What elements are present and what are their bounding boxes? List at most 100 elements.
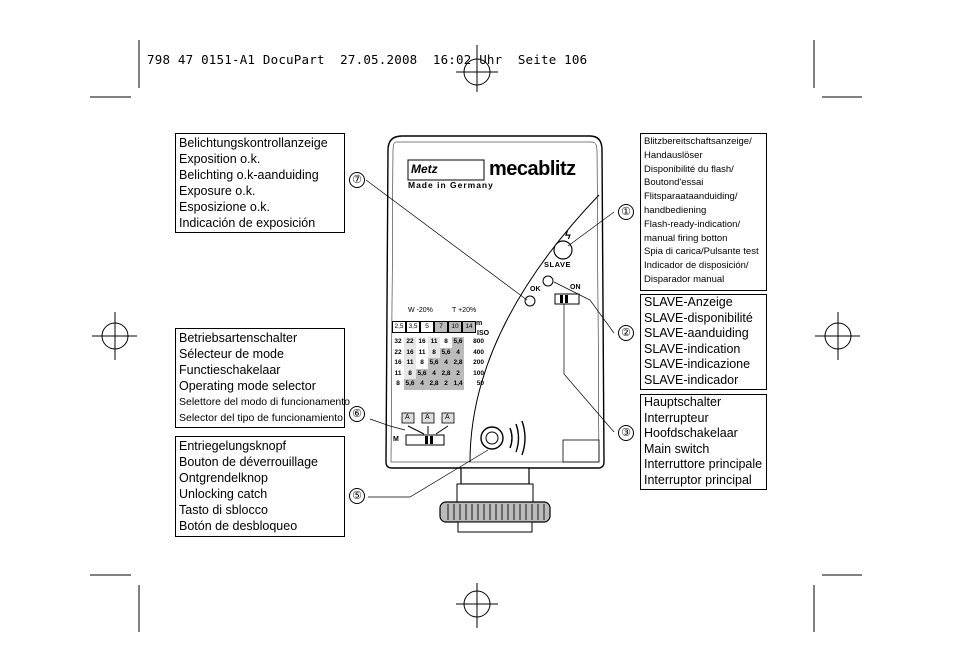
- exposure-text-line: Esposizione o.k.: [179, 200, 271, 214]
- ready-text-line: Blitzbereitschaftsanzeige/: [644, 136, 752, 147]
- slave-text-line: SLAVE-Anzeige: [644, 295, 733, 309]
- made-in-label: Made in Germany: [408, 180, 494, 190]
- mode-a3-label: A: [445, 414, 450, 421]
- page-header: 798 47 0151-A1 DocuPart 27.05.2008 16:02…: [147, 52, 588, 67]
- mode-m-label: M: [393, 436, 399, 443]
- table-cell: 4: [452, 347, 464, 358]
- table-header-cell: 3,5: [406, 321, 420, 333]
- table-cell: 2,8: [440, 368, 452, 379]
- table-cell: 8: [396, 380, 400, 387]
- unlock-text-line: Botón de desbloqueo: [179, 519, 298, 533]
- callout-number-5: ⑤: [349, 488, 365, 504]
- unlock-text-line: Bouton de déverrouillage: [179, 455, 318, 469]
- unlock-text-line: Entriegelungsknopf: [179, 439, 287, 453]
- mode-text-line: Functieschakelaar: [179, 363, 281, 377]
- table-cell: 32: [394, 338, 402, 345]
- metz-logo: [407, 159, 485, 181]
- table-iso-cell: 400: [473, 348, 484, 356]
- main-text-line: Interruttore principale: [644, 457, 763, 471]
- exposure-text-line: Exposition o.k.: [179, 152, 261, 166]
- table-header-cell: 14: [462, 321, 476, 333]
- table-cell: 16: [418, 338, 426, 345]
- callout-number-3: ③: [618, 425, 634, 441]
- exposure-text-line: Exposure o.k.: [179, 184, 256, 198]
- mode-text-line: Betriebsartenschalter: [179, 331, 298, 345]
- table-cell: 11: [404, 358, 416, 369]
- ready-text-line: Flitsparaatаanduiding/: [644, 191, 738, 203]
- ok-label: OK: [530, 286, 541, 293]
- table-cell: 8: [404, 368, 416, 379]
- table-cell: 4: [440, 358, 452, 369]
- ready-text-line: Disparador manual: [644, 273, 725, 285]
- product-name: mecablitz: [489, 158, 576, 180]
- ready-text-line: Spia di carica/Pulsante test: [644, 246, 759, 258]
- slave-text-line: SLAVE-indication: [644, 341, 741, 356]
- table-cell: 16: [394, 359, 402, 366]
- main-text-line: Hauptschalter: [644, 395, 722, 409]
- exposure-text-line: Indicación de exposición: [179, 216, 316, 230]
- table-header-cell: 2,5: [392, 321, 406, 333]
- ready-button: [553, 240, 573, 260]
- table-cell: 5,6: [404, 379, 416, 390]
- table-cell: 4: [428, 368, 440, 379]
- table-cell: 11: [418, 348, 426, 356]
- table-header-cell: 10: [448, 321, 462, 333]
- ready-text-line: handbediening: [644, 204, 707, 216]
- unlock-text-line: Ontgrendelknop: [179, 471, 268, 485]
- table-iso-cell: 800: [473, 338, 484, 345]
- unlock-text-line: Unlocking catch: [179, 487, 268, 501]
- mode-text-line: Operating mode selector: [179, 379, 316, 393]
- ready-text-line: Handauslöser: [644, 149, 703, 161]
- callout-number-7: ⑦: [349, 172, 365, 188]
- table-cell: 11: [394, 369, 402, 377]
- table-cell: 8: [444, 338, 448, 345]
- table-header-cell: 5: [420, 321, 434, 333]
- table-header-cell: 7: [434, 321, 448, 333]
- main-text-line: Main switch: [644, 441, 710, 456]
- foot-plate: [460, 467, 530, 485]
- table-cell: 2,8: [452, 358, 464, 369]
- mode-a1-label: A: [405, 414, 410, 421]
- table-cell: 22: [404, 337, 416, 348]
- table-cell: 2,8: [428, 379, 440, 390]
- table-cell: 4: [416, 379, 428, 390]
- locking-ring: [439, 501, 551, 523]
- table-cell: 5,6: [440, 347, 452, 358]
- main-text-line: Hoofdschakelaar: [644, 426, 738, 440]
- table-cell: 8: [420, 359, 424, 366]
- mode-a2-label: A: [425, 414, 430, 421]
- table-cell: 11: [428, 337, 440, 348]
- table-iso-cell: 50: [476, 380, 484, 387]
- on-label: ON: [570, 284, 581, 291]
- flash-icon: ϟ: [565, 230, 571, 242]
- table-cell: 1,4: [452, 379, 464, 390]
- slave-label: SLAVE: [544, 260, 571, 269]
- exposure-text-line: Belichting o.k-aanduiding: [179, 168, 319, 182]
- table-cell: 5,6: [416, 368, 428, 379]
- iso-label: ISO: [477, 330, 490, 337]
- mode-text-line: Sélecteur de mode: [179, 347, 284, 361]
- slave-led: [542, 275, 554, 287]
- slave-text-line: SLAVE-disponibilité: [644, 310, 753, 325]
- callout-number-6: ⑥: [349, 406, 365, 422]
- table-cell: 16: [404, 347, 416, 358]
- mode-small-text-line: Selector del tipo de funcionamiento: [179, 412, 344, 424]
- table-cell: 5,6: [452, 337, 464, 348]
- table-cell: 2: [440, 379, 452, 390]
- table-cell: 2: [452, 368, 464, 379]
- main-text-line: Interruptor principal: [644, 472, 752, 487]
- exposure-text-line: Belichtungskontrollanzeige: [179, 136, 328, 150]
- unlock-text-line: Tasto di sblocco: [179, 503, 268, 517]
- brand-text: Metz: [411, 162, 438, 176]
